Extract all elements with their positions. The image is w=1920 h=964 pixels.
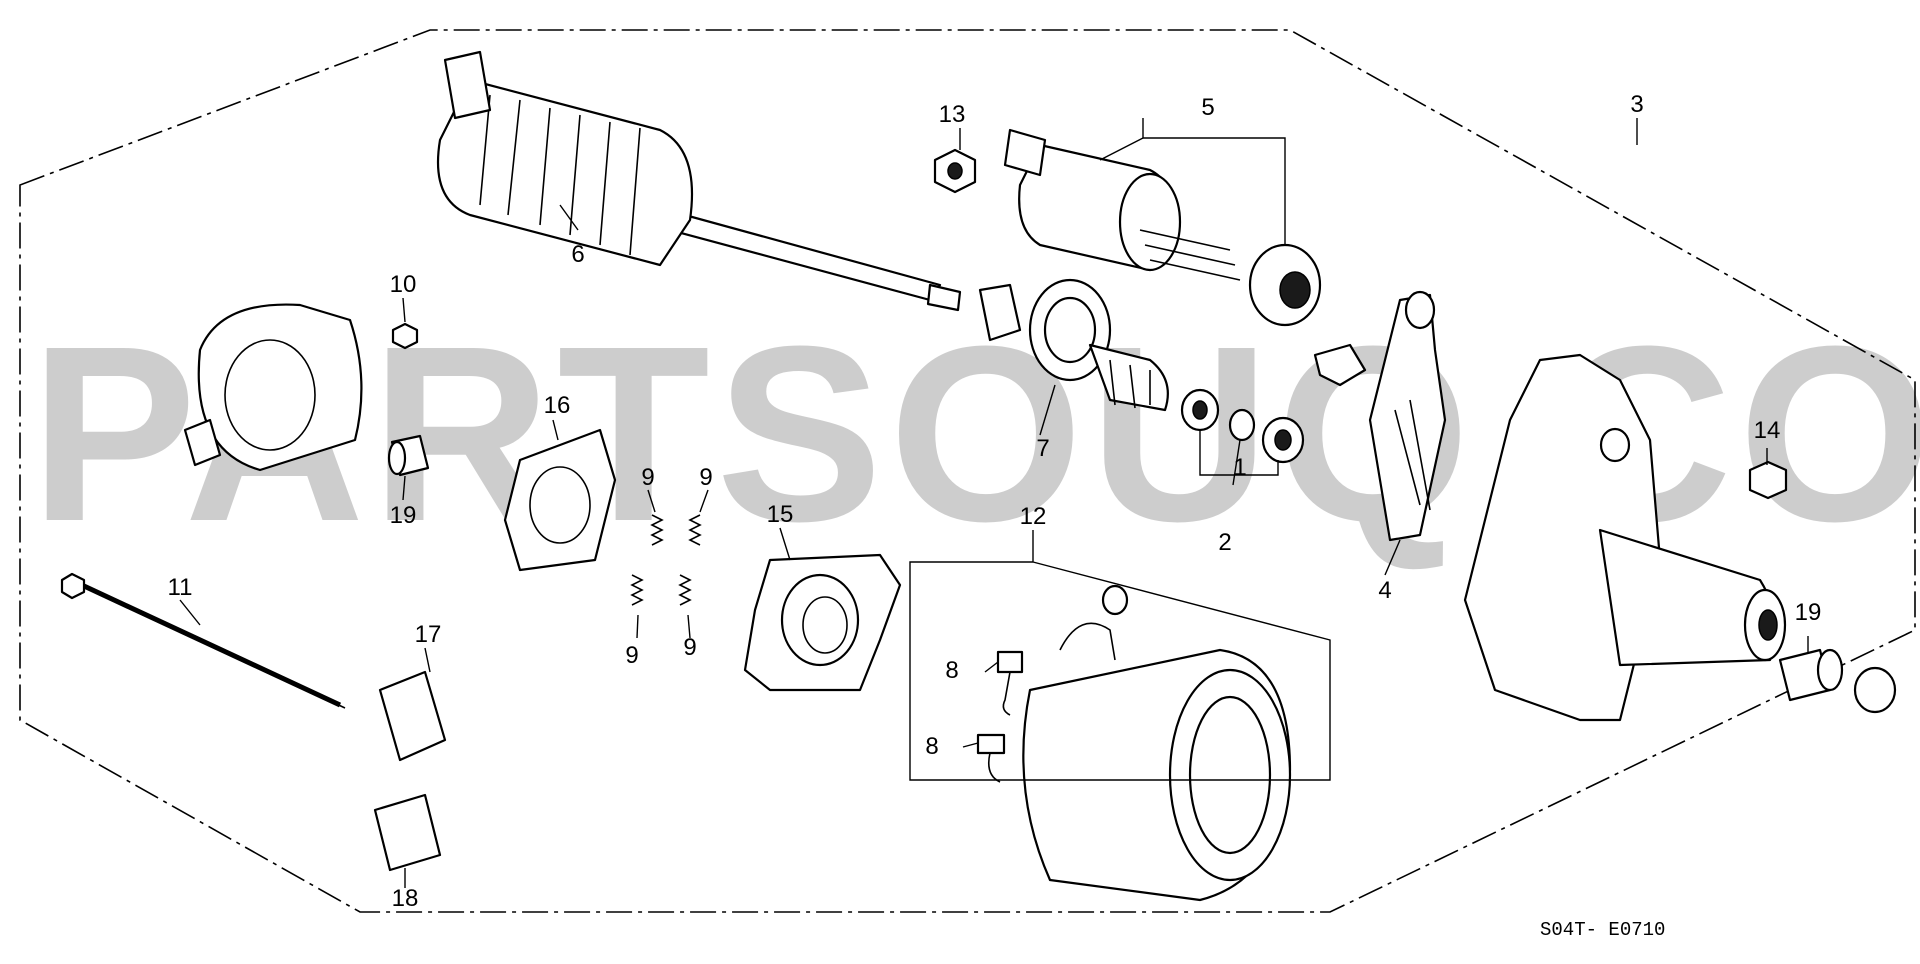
bushing-part-19-right[interactable] — [1778, 648, 1897, 714]
spring-part-9-a[interactable] — [650, 514, 664, 546]
callout-18: 18 — [392, 885, 419, 912]
assembly-border — [19, 29, 1916, 913]
spring-part-9-d[interactable] — [678, 574, 692, 606]
callout-11: 11 — [168, 574, 193, 601]
callout-labels: 1 2 3 4 5 6 7 8 8 9 9 9 9 10 11 12 13 14… — [168, 91, 1822, 912]
armature-part-6[interactable] — [436, 50, 962, 312]
brush-part-8-lower[interactable] — [976, 733, 1006, 783]
gear-housing-part-3[interactable] — [1463, 353, 1787, 722]
callout-8-lower: 8 — [925, 733, 938, 760]
bushing-part-19-left[interactable] — [387, 434, 430, 477]
callout-7: 7 — [1036, 435, 1049, 462]
nut-part-10[interactable] — [391, 322, 419, 350]
spring-part-9-b[interactable] — [688, 514, 702, 546]
snap-ring-part-1[interactable] — [1228, 408, 1256, 442]
shift-lever-part-4[interactable] — [1313, 290, 1447, 542]
clutch-part-7[interactable] — [978, 278, 1169, 412]
end-cover[interactable] — [183, 303, 363, 472]
brush-holder-part-15[interactable] — [743, 553, 902, 692]
callout-9-d: 9 — [683, 634, 696, 661]
washer-part-2[interactable] — [1261, 416, 1305, 464]
leader-lines — [179, 118, 1809, 888]
callout-14: 14 — [1754, 417, 1781, 444]
brush-plate-part-16[interactable] — [503, 428, 617, 572]
document-code: S04T- E0710 — [1540, 919, 1665, 941]
nut-part-14[interactable] — [1748, 460, 1788, 500]
callout-17: 17 — [415, 621, 442, 648]
stop-ring-part-2[interactable] — [1180, 388, 1220, 432]
callout-6: 6 — [571, 241, 584, 268]
callout-9-c: 9 — [625, 642, 638, 669]
callout-16: 16 — [544, 392, 571, 419]
callout-19-left: 19 — [390, 502, 417, 529]
callout-8-upper: 8 — [945, 657, 958, 684]
callout-12: 12 — [1020, 503, 1047, 530]
callout-13: 13 — [939, 101, 966, 128]
callout-9-b: 9 — [699, 464, 712, 491]
solenoid-part-5[interactable] — [1003, 128, 1322, 327]
brush-part-8-upper[interactable] — [996, 650, 1024, 716]
callout-1: 1 — [1233, 454, 1246, 481]
through-bolt-part-11[interactable] — [60, 572, 346, 709]
callout-19-right: 19 — [1795, 599, 1822, 626]
callout-15: 15 — [767, 501, 794, 528]
callout-10: 10 — [390, 271, 417, 298]
spring-part-9-c[interactable] — [630, 574, 644, 606]
bracket-part-18[interactable] — [373, 793, 442, 872]
yoke-part-12[interactable] — [1022, 584, 1292, 902]
callout-4: 4 — [1378, 577, 1391, 604]
callout-2: 2 — [1218, 529, 1231, 556]
callout-3: 3 — [1630, 91, 1643, 118]
nut-part-13[interactable] — [933, 148, 977, 194]
callout-5: 5 — [1201, 94, 1214, 121]
callout-9-a: 9 — [641, 464, 654, 491]
bracket-part-17[interactable] — [378, 670, 447, 762]
